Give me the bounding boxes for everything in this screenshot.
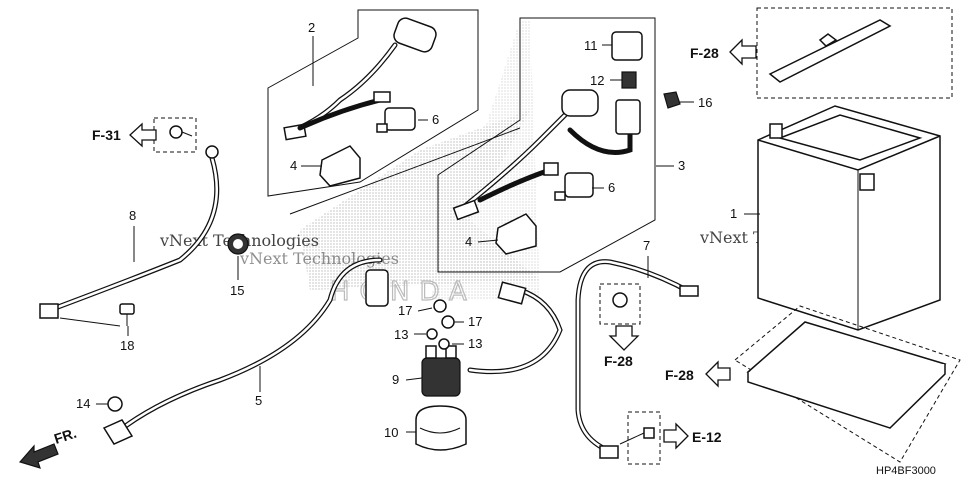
divider-line: [289, 127, 521, 215]
callout-4: 4: [290, 158, 297, 173]
f28-clip-box: [599, 283, 641, 325]
ref-arrow-f28-right: [705, 360, 731, 388]
callout-10: 10: [384, 425, 398, 440]
ref-arrow-f28-top: [729, 38, 757, 66]
e12-bolt-box: [619, 411, 661, 465]
callouts: 1 2 3 4 4 5 6 6 7 8 9 10 11 12 13 13 14 …: [76, 20, 737, 440]
callout-4: 4: [465, 234, 472, 249]
part-1-battery: [757, 105, 941, 331]
relay-connector: [497, 281, 527, 305]
part-16-clip: [663, 91, 694, 109]
ref-arrow-f28-mid: [608, 325, 640, 351]
f31-bolt-box: [153, 117, 197, 153]
part-12-fuse: [610, 71, 637, 89]
ref-label-e12: E-12: [692, 429, 722, 445]
callout-17: 17: [398, 303, 412, 318]
ref-label-f28: F-28: [665, 367, 694, 383]
callout-7: 7: [643, 238, 650, 253]
callout-5: 5: [255, 393, 262, 408]
part-7-cable: [575, 259, 699, 459]
callout-2: 2: [308, 20, 315, 35]
callout-1: 1: [730, 206, 737, 221]
part-9-starter-relay: [421, 345, 461, 397]
battery-tray: [734, 305, 961, 463]
sub-harness-2: [283, 17, 437, 187]
callout-9: 9: [392, 372, 399, 387]
front-arrow: [18, 443, 59, 469]
part-8-cable: [39, 145, 220, 319]
callout-16: 16: [698, 95, 712, 110]
ref-label-f31: F-31: [92, 127, 121, 143]
callout-13: 13: [394, 327, 408, 342]
callout-6: 6: [432, 112, 439, 127]
callout-6: 6: [608, 180, 615, 195]
ref-label-f28: F-28: [690, 45, 719, 61]
callout-17: 17: [468, 314, 482, 329]
callout-11: 11: [584, 38, 598, 53]
sub-harness-3: [452, 89, 641, 255]
ref-arrow-f31: [129, 122, 157, 148]
ref-label-f28: F-28: [604, 353, 633, 369]
callout-8: 8: [129, 208, 136, 223]
callout-12: 12: [590, 73, 604, 88]
reference-labels: F-31 F-28 F-28 F-28 E-12 FR.: [52, 45, 722, 447]
leader-lines: [59, 36, 760, 433]
callout-13: 13: [468, 336, 482, 351]
callout-15: 15: [230, 283, 244, 298]
part-10-cover: [415, 405, 467, 451]
harness-2-frame: [267, 9, 479, 197]
part-14-nut: [107, 396, 123, 412]
nuts-13-17: [426, 299, 455, 350]
diagram-code: HP4BF3000: [876, 465, 936, 477]
battery-band: [756, 7, 953, 99]
part-5-cable: [102, 257, 389, 445]
part-11-relay: [602, 31, 643, 61]
ref-arrow-e12: [663, 422, 689, 450]
part-18-bolt: [119, 303, 135, 326]
part-15-clamp: [227, 233, 249, 255]
callout-3: 3: [678, 158, 685, 173]
front-label: FR.: [52, 425, 78, 447]
callout-18: 18: [120, 338, 134, 353]
harness-3-frame: [437, 17, 656, 273]
callout-14: 14: [76, 396, 90, 411]
